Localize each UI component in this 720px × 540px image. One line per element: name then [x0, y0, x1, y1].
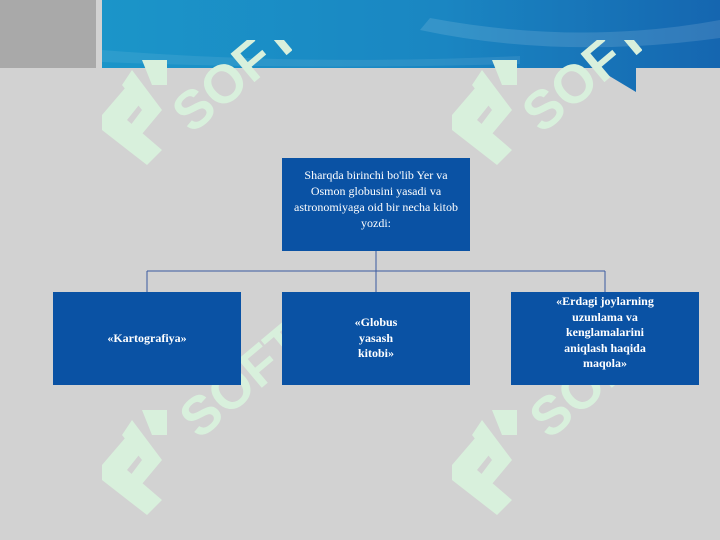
- org-child-text: «Kartografiya»: [107, 330, 187, 345]
- watermark-logo: [102, 410, 167, 515]
- watermark-logo: SOFT: [452, 40, 642, 165]
- watermark-logo: SOFT: [102, 40, 292, 165]
- org-root-text: Sharqda birinchi bo'lib Yer va Osmon glo…: [294, 167, 458, 230]
- org-root-box: Sharqda birinchi bo'lib Yer va Osmon glo…: [282, 158, 470, 251]
- org-child-box-3: «Erdagi joylarning uzunlama va kenglamal…: [511, 292, 699, 385]
- header-banner: [102, 0, 720, 92]
- org-child-box-1: «Kartografiya»: [53, 292, 241, 385]
- org-child-box-2: «Globus yasash kitobi»: [282, 292, 470, 385]
- org-child-text: «Erdagi joylarning uzunlama va kenglamal…: [556, 294, 654, 370]
- header-gray-block: [0, 0, 96, 68]
- org-child-text: «Globus yasash kitobi»: [354, 315, 398, 361]
- watermark-logo: [452, 410, 517, 515]
